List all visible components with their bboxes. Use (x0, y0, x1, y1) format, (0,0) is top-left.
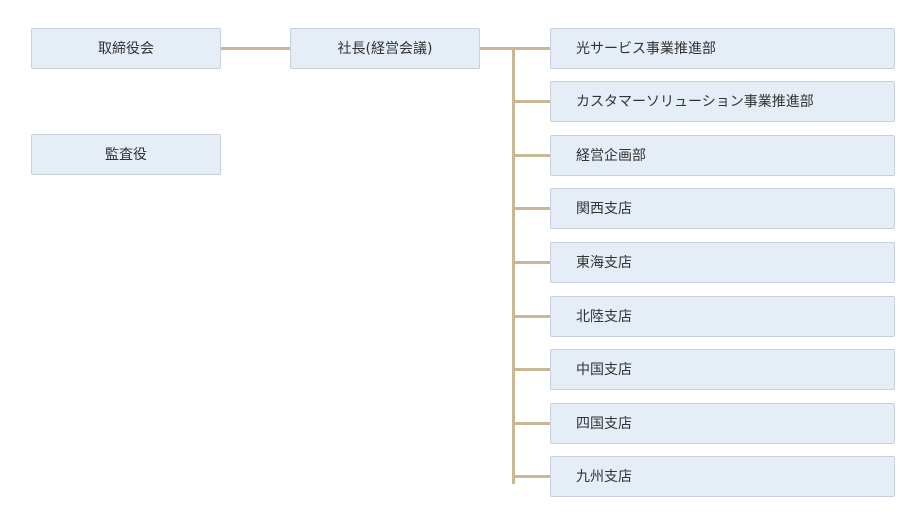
president-box: 社長(経営会議) (290, 28, 480, 69)
auditor-label: 監査役 (105, 147, 147, 163)
department-box: 九州支店 (550, 456, 895, 497)
connector-branch-6 (512, 315, 550, 318)
board-of-directors-box: 取締役会 (31, 28, 221, 69)
connector-branch-7 (512, 368, 550, 371)
department-label: 四国支店 (576, 416, 632, 432)
department-box: 北陸支店 (550, 296, 895, 337)
department-label: 経営企画部 (576, 148, 646, 164)
connector-president-trunk (480, 47, 514, 50)
department-box: 東海支店 (550, 242, 895, 283)
department-label: 関西支店 (576, 201, 632, 217)
board-of-directors-label: 取締役会 (98, 41, 154, 57)
connector-branch-9 (512, 475, 550, 478)
connector-board-president (221, 47, 290, 50)
department-box: 関西支店 (550, 188, 895, 229)
department-box: 四国支店 (550, 403, 895, 444)
connector-branch-8 (512, 422, 550, 425)
department-label: 光サービス事業推進部 (576, 41, 716, 57)
connector-branch-3 (512, 154, 550, 157)
connector-trunk-vertical (512, 47, 515, 484)
department-label: 中国支店 (576, 362, 632, 378)
connector-branch-5 (512, 261, 550, 264)
president-label: 社長(経営会議) (337, 41, 433, 57)
department-label: 北陸支店 (576, 309, 632, 325)
department-label: 九州支店 (576, 469, 632, 485)
auditor-box: 監査役 (31, 134, 221, 175)
connector-branch-4 (512, 207, 550, 210)
department-box: カスタマーソリューション事業推進部 (550, 81, 895, 122)
department-label: 東海支店 (576, 255, 632, 271)
department-label: カスタマーソリューション事業推進部 (576, 94, 814, 110)
connector-branch-1 (512, 47, 550, 50)
department-box: 経営企画部 (550, 135, 895, 176)
connector-branch-2 (512, 100, 550, 103)
department-box: 中国支店 (550, 349, 895, 390)
department-box: 光サービス事業推進部 (550, 28, 895, 69)
